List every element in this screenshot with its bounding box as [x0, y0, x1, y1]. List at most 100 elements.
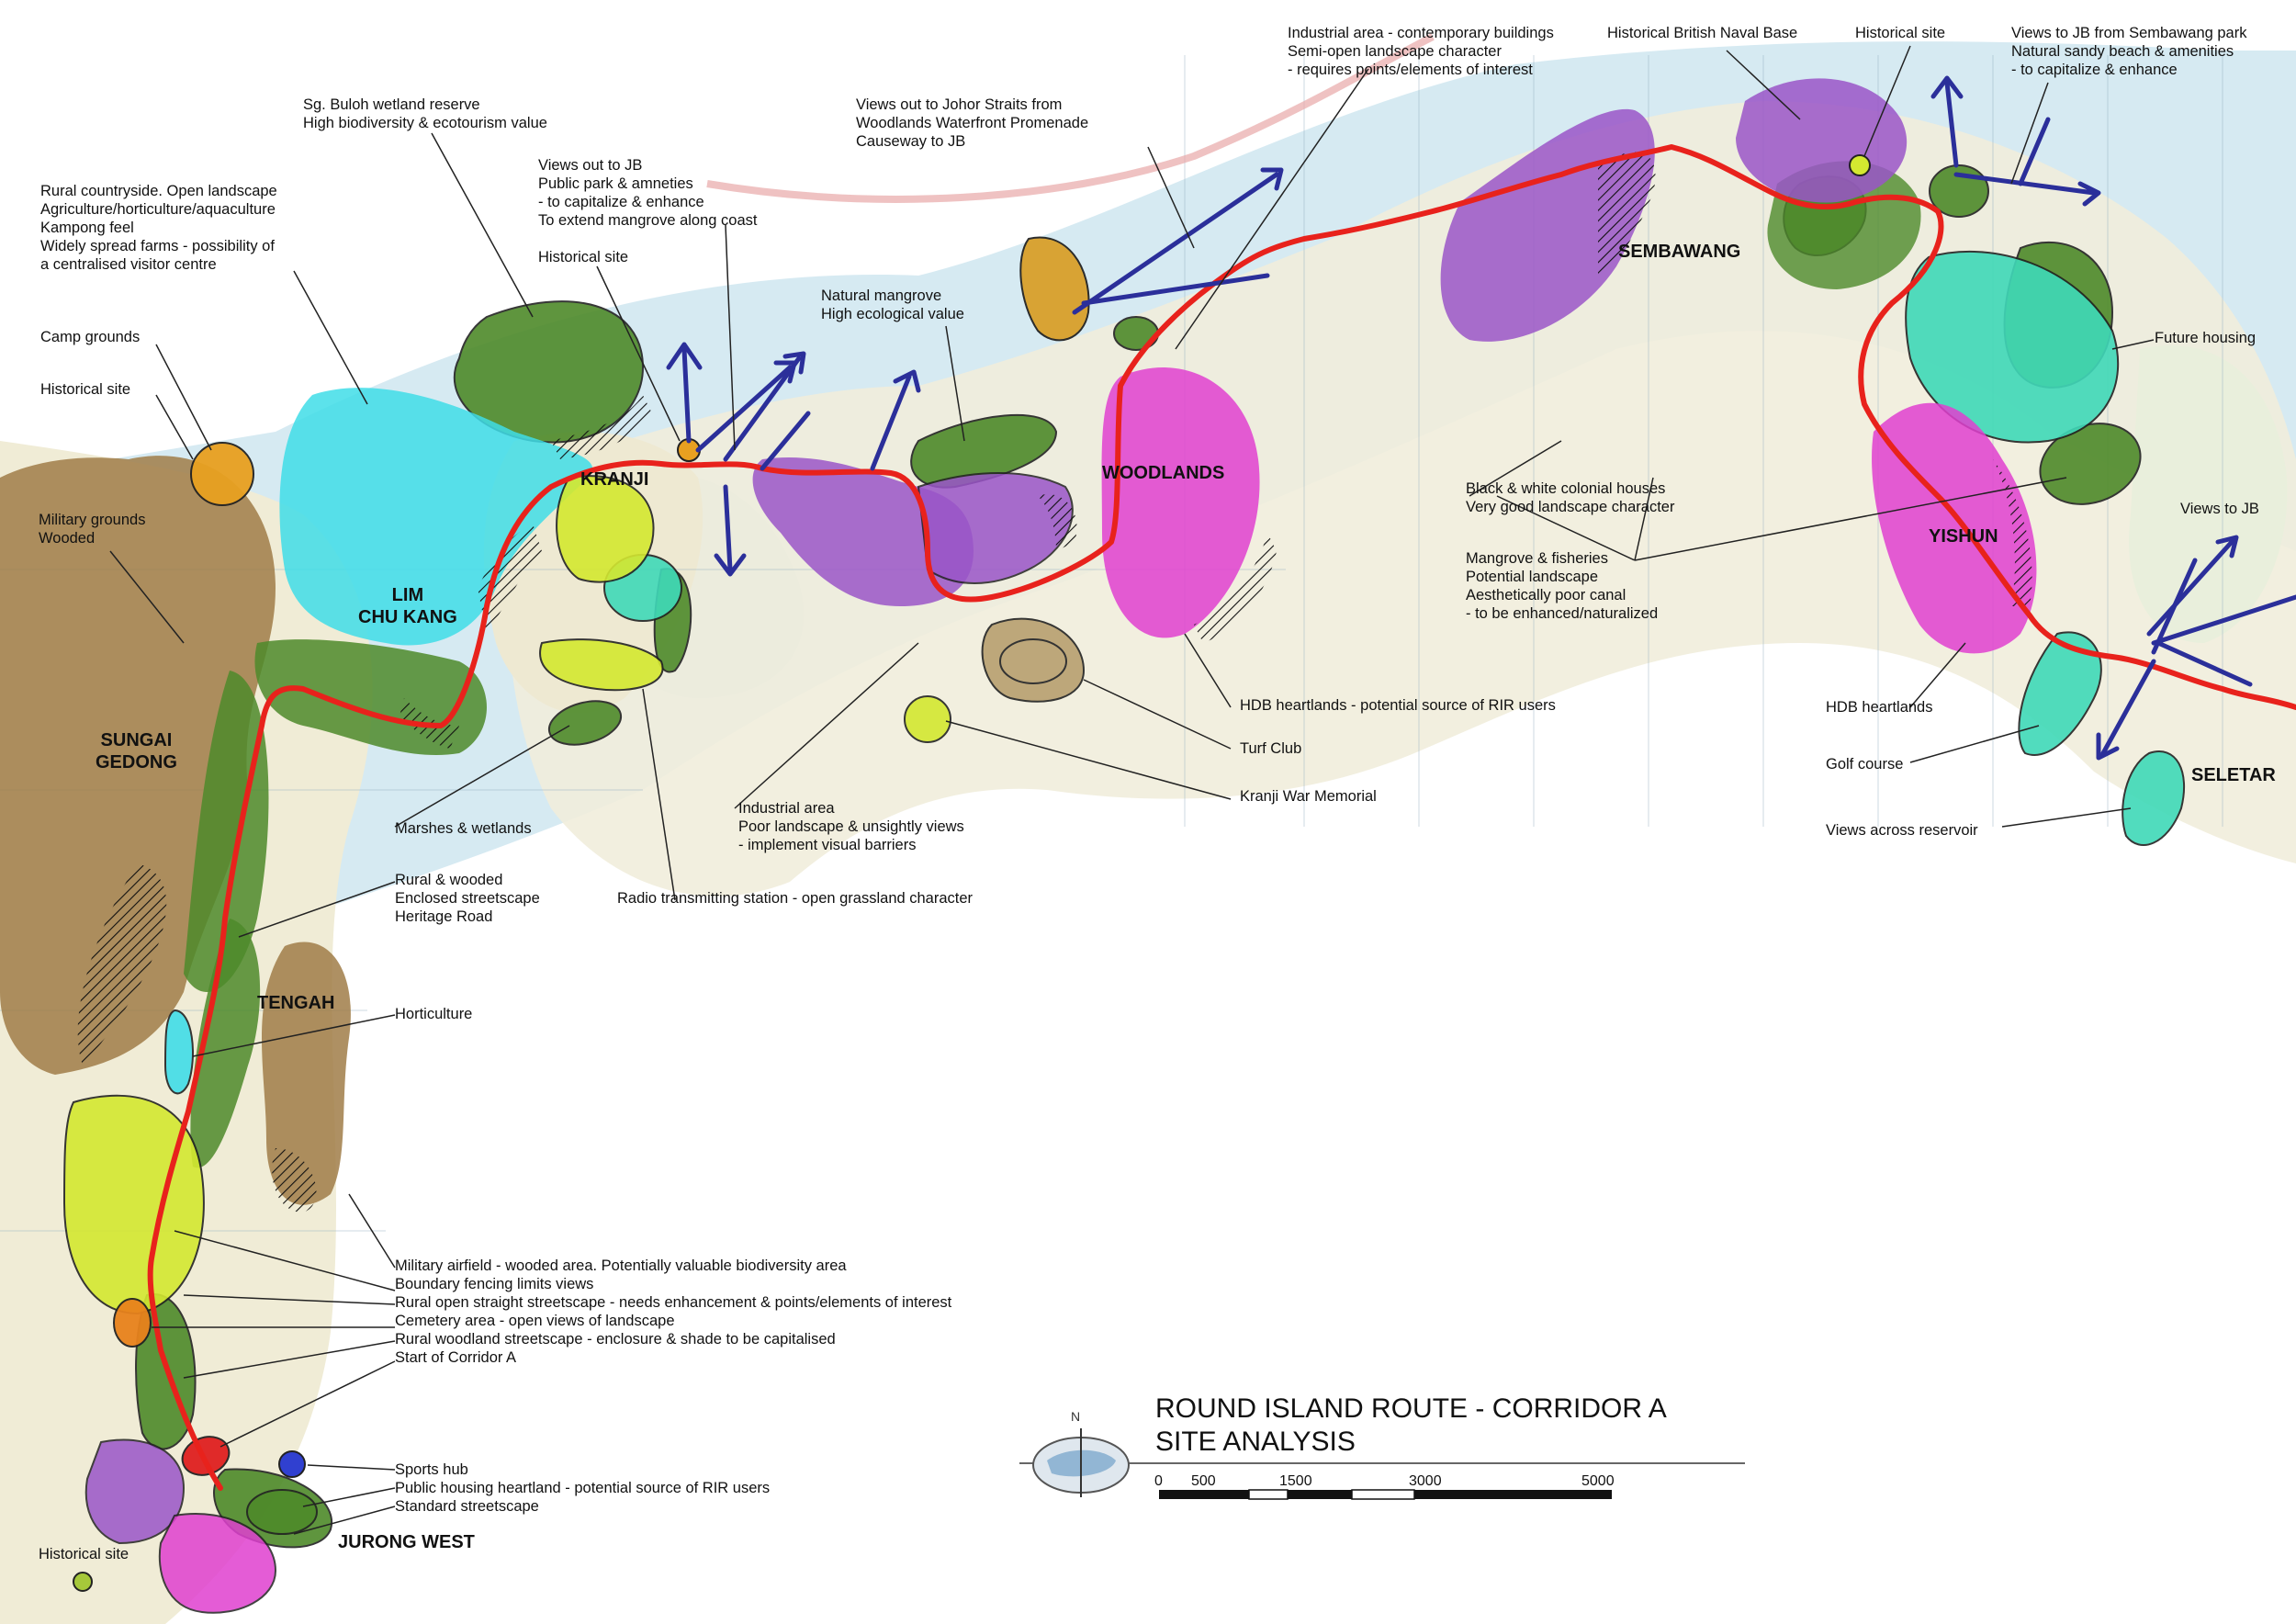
annotation-line: Views out to JB — [538, 157, 643, 174]
place-label-line: SELETAR — [2191, 765, 2276, 785]
annotation-line: Natural sandy beach & amenities — [2011, 43, 2234, 60]
zone-sembawang-industrial-hatch — [1598, 152, 1656, 276]
annotation-line: Future housing — [2155, 330, 2257, 346]
zone-camp-grounds — [190, 442, 254, 506]
annotation-horticulture: Horticulture — [395, 1005, 472, 1023]
annotation-line: Poor landscape & unsightly views — [738, 818, 964, 835]
place-label-line: JURONG WEST — [338, 1532, 475, 1552]
place-label-line: YISHUN — [1929, 526, 1998, 547]
annotation-line: Camp grounds — [40, 329, 141, 345]
border-band — [706, 33, 1435, 203]
zone-lim-chu-kang-hatch — [478, 524, 542, 634]
annotation-military-airfield: Military airfield - wooded area. Potenti… — [395, 1257, 951, 1367]
annotation-line: - to capitalize & enhance — [538, 194, 704, 210]
north-label: N — [1071, 1409, 1081, 1424]
zone-woodlands-hdb-hatch — [1194, 533, 1277, 643]
map-title: ROUND ISLAND ROUTE - CORRIDOR A SITE ANA… — [1155, 1393, 1667, 1459]
annotation-line: Radio transmitting station - open grassl… — [617, 890, 974, 907]
place-label-line: LIM — [391, 585, 424, 605]
annotation-golf-course: Golf course — [1826, 755, 1903, 773]
annotation-line: Black & white colonial houses — [1466, 480, 1666, 497]
annotation-line: Public park & amneties — [538, 175, 693, 192]
place-label-line: GEDONG — [96, 752, 177, 773]
place-yishun: YISHUN — [1929, 525, 1998, 547]
place-label-line: SUNGAI — [100, 730, 173, 750]
annotation-line: Heritage Road — [395, 908, 493, 925]
zone-tengah-airfield — [262, 942, 351, 1205]
annotation-naval-base: Historical British Naval Base — [1607, 24, 1797, 42]
subtitle-line: SITE ANALYSIS — [1155, 1427, 1356, 1457]
annotation-line: Enclosed streetscape — [395, 890, 540, 907]
place-sungai-gedong: SUNGAI GEDONG — [96, 729, 177, 773]
annotation-views-johor: Views out to Johor Straits from Woodland… — [856, 96, 1088, 151]
annotation-historical-site-south: Historical site — [39, 1545, 129, 1563]
annotation-line: Historical British Naval Base — [1607, 25, 1798, 41]
annotation-line: HDB heartlands — [1826, 699, 1933, 716]
zone-rural-wooded — [190, 919, 261, 1168]
zone-future-housing-teal — [1905, 250, 2120, 444]
annotation-historical-site-kranji: Historical site — [538, 248, 628, 266]
annotation-line: Horticulture — [395, 1006, 473, 1022]
annotation-line: High biodiversity & ecotourism value — [303, 115, 547, 131]
annotation-industrial-poor: Industrial area Poor landscape & unsight… — [738, 799, 964, 854]
annotation-rural-countryside: Rural countryside. Open landscape Agricu… — [40, 182, 277, 274]
annotation-line: Golf course — [1826, 756, 1904, 773]
place-woodlands: WOODLANDS — [1102, 462, 1224, 484]
annotation-rural-wooded: Rural & wooded Enclosed streetscape Heri… — [395, 871, 540, 926]
annotation-sg-buloh: Sg. Buloh wetland reserve High biodivers… — [303, 96, 547, 132]
annotation-line: Aesthetically poor canal — [1466, 587, 1626, 603]
zone-sports-hub-green — [246, 1489, 318, 1535]
zone-natural-mangrove — [910, 413, 1058, 489]
annotation-line: - to capitalize & enhance — [2011, 62, 2178, 78]
annotation-line: Military airfield - wooded area. Potenti… — [395, 1257, 847, 1274]
zone-jurong-magenta — [158, 1513, 277, 1614]
annotation-line: Kampong feel — [40, 220, 134, 236]
zone-golf-course — [2018, 631, 2102, 756]
land-seletar — [2129, 345, 2288, 643]
annotation-line: Woodlands Waterfront Promenade — [856, 115, 1089, 131]
annotation-hdb-woodlands: HDB heartlands - potential source of RIR… — [1240, 696, 1556, 715]
north-arrow — [1032, 1428, 1130, 1497]
annotation-line: Boundary fencing limits views — [395, 1276, 594, 1292]
scale-tick: 0 — [1154, 1473, 1163, 1489]
zone-lim-chu-kang — [279, 388, 593, 646]
zone-reservoir-view — [2122, 750, 2186, 846]
place-tengah: TENGAH — [257, 992, 334, 1014]
place-label-line: KRANJI — [580, 469, 649, 490]
zone-tengah-cyan — [163, 1009, 194, 1095]
title-line: ROUND ISLAND ROUTE - CORRIDOR A — [1155, 1393, 1667, 1424]
place-lim-chu-kang: LIM CHU KANG — [358, 584, 457, 628]
scale-tick: 500 — [1191, 1473, 1216, 1489]
annotation-historical-site-west: Historical site — [40, 380, 130, 399]
scale-tick: 3000 — [1409, 1473, 1442, 1489]
annotation-line: Widely spread farms - possibility of — [40, 238, 275, 254]
annotation-views-sembawang-park: Views to JB from Sembawang park Natural … — [2011, 24, 2246, 79]
annotation-natural-mangrove: Natural mangrove High ecological value — [821, 287, 964, 323]
zone-turf-club — [981, 617, 1086, 703]
annotation-line: Turf Club — [1240, 740, 1302, 757]
annotation-line: Historical site — [39, 1546, 129, 1562]
annotation-line: Public housing heartland - potential sou… — [395, 1480, 771, 1496]
annotation-line: Agriculture/horticulture/aquaculture — [40, 201, 276, 218]
annotation-sports-hub: Sports hub Public housing heartland - po… — [395, 1460, 770, 1516]
annotation-line: Rural open straight streetscape - needs … — [395, 1294, 952, 1311]
zone-cemetery-orange — [113, 1298, 152, 1348]
annotation-military-grounds: Military grounds Wooded — [39, 511, 145, 547]
annotation-line: Historical site — [538, 249, 629, 265]
place-sembawang: SEMBAWANG — [1618, 241, 1740, 263]
zone-kranji-yellow-a — [556, 475, 655, 583]
annotation-line: - implement visual barriers — [738, 837, 917, 853]
zone-historical-sembawang — [1849, 154, 1871, 176]
annotation-industrial-contemporary: Industrial area - contemporary buildings… — [1288, 24, 1554, 79]
scale-bar — [1159, 1489, 1612, 1500]
zone-historical-south — [73, 1572, 93, 1592]
annotation-hdb-yishun: HDB heartlands — [1826, 698, 1932, 716]
annotation-line: Sg. Buloh wetland reserve — [303, 96, 480, 113]
annotation-line: Historical site — [40, 381, 131, 398]
annotation-line: - to be enhanced/naturalized — [1466, 605, 1659, 622]
annotation-line: Semi-open landscape character — [1288, 43, 1502, 60]
zone-woodlands-hatch — [1038, 494, 1077, 551]
place-seletar: SELETAR — [2191, 764, 2276, 786]
scale-tick: 1500 — [1279, 1473, 1312, 1489]
